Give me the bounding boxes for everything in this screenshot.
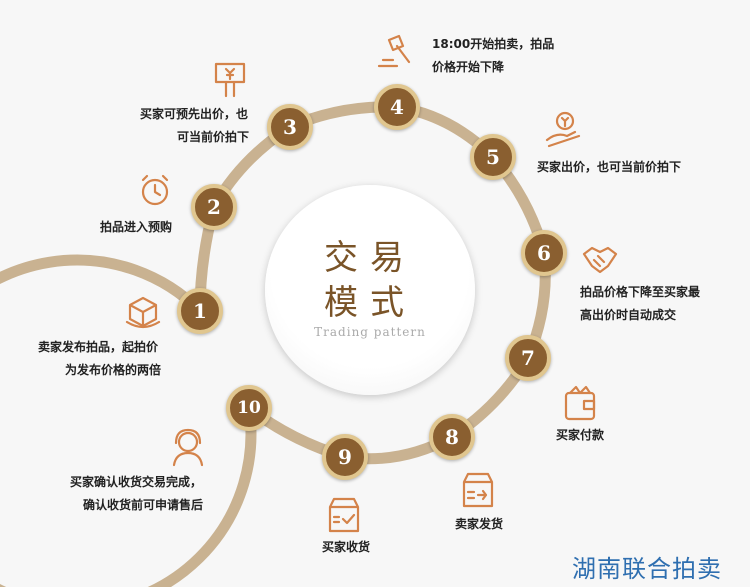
step-8-label: 卖家发货 [455,517,504,531]
price-sign-icon [210,60,250,100]
center-subtitle: Trading pattern [314,325,426,339]
step-6-label: 拍品价格下降至买家最高出价时自动成交 [580,285,701,322]
step-3-label: 买家可预先出价，也可当前价拍下 [140,107,250,144]
gavel-icon [375,32,415,72]
step-node-6: 6 [521,230,567,276]
step-node-4: 4 [374,84,420,130]
step-node-10: 10 [226,385,272,431]
hand-coin-icon [543,110,583,150]
step-node-7: 7 [505,335,551,381]
step-node-1: 1 [177,288,223,334]
step-node-3: 3 [267,104,313,150]
center-title-line1: 交易 [324,238,416,278]
watermark: 湖南联合拍卖 [572,555,722,583]
step-10-label: 买家确认收货交易完成，确认收货前可申请售后 [70,475,204,512]
step-4-label: 18:00开始拍卖，拍品价格开始下降 [432,37,555,74]
step-node-8: 8 [429,414,475,460]
step-node-2: 2 [191,184,237,230]
wallet-icon [560,383,600,423]
handshake-icon [580,238,620,278]
step-node-5: 5 [470,134,516,180]
step-5-label: 买家出价，也可当前价拍下 [537,160,682,174]
alarm-clock-icon [135,170,175,210]
step-9-label: 买家收货 [322,540,371,554]
box-icon [123,292,163,332]
center-title-line2: 模式 [324,283,416,323]
step-1-label: 卖家发布拍品，起拍价为发布价格的两倍 [38,340,162,377]
received-box-icon [324,495,364,535]
step-node-9: 9 [322,434,368,480]
step-2-label: 拍品进入预购 [100,220,173,234]
headset-icon [168,427,208,467]
step-7-label: 买家付款 [556,428,605,442]
shipping-box-icon [458,470,498,510]
center-circle: 交易 模式 Trading pattern [265,185,475,395]
